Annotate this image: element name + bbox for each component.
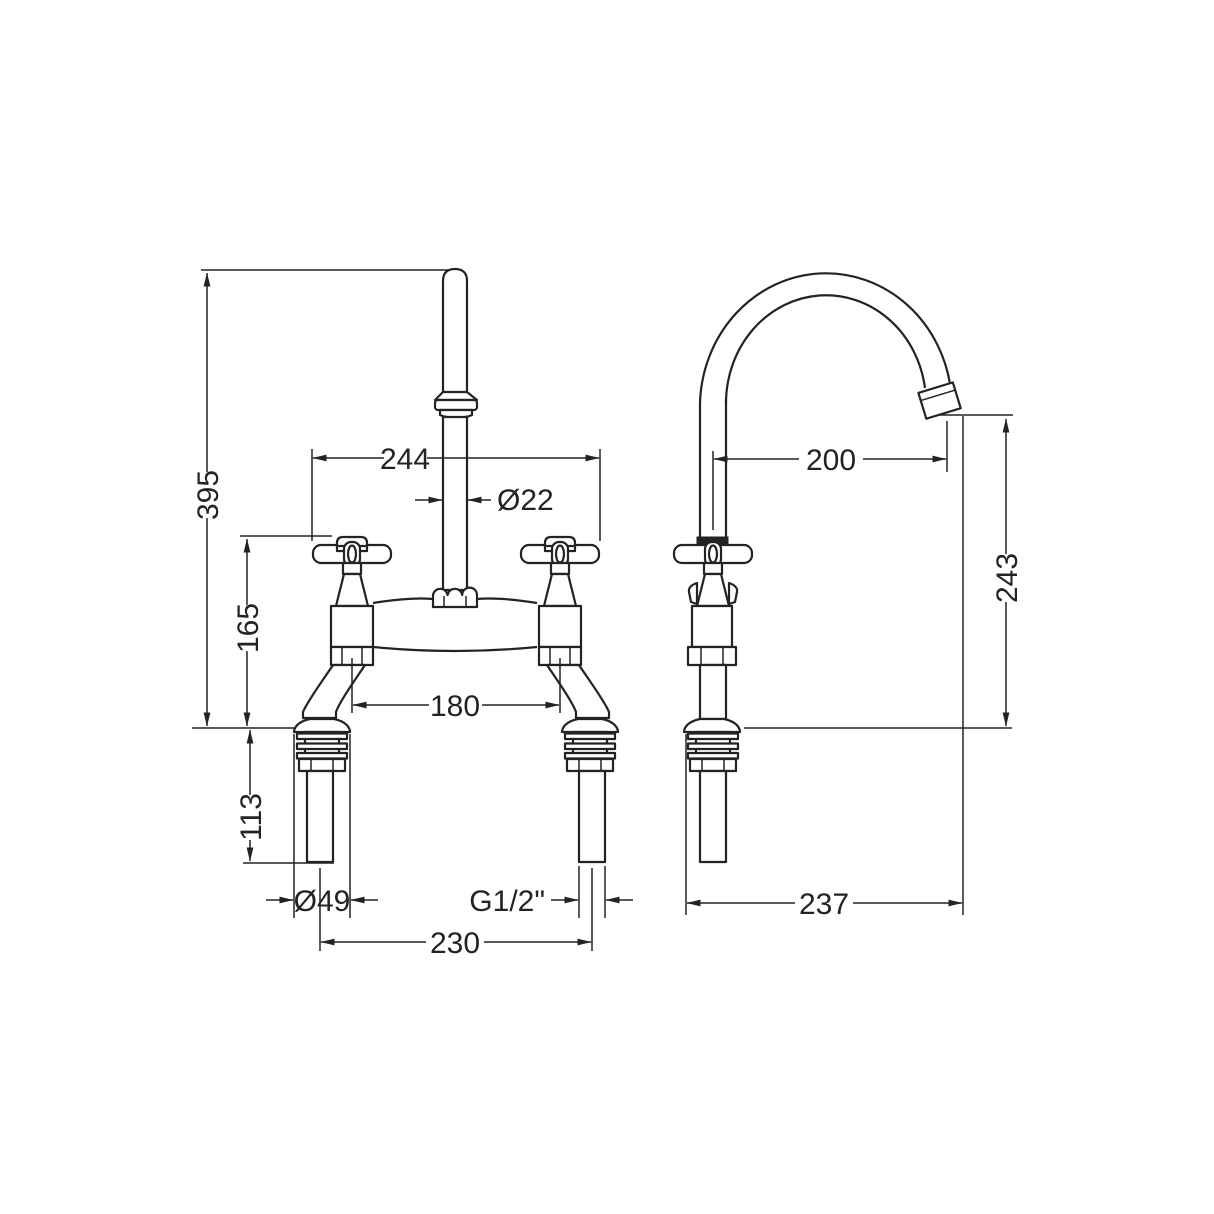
dim-outlet-height: 243 bbox=[991, 418, 1024, 727]
dim-inlet-thread: G1/2" bbox=[469, 885, 633, 918]
spout-nozzle bbox=[917, 381, 962, 420]
bridge-lug-front bbox=[687, 581, 699, 606]
dim-tail-centres: 230 bbox=[320, 927, 592, 960]
washer-plate bbox=[686, 732, 740, 741]
dim-label-inlet-centres: 180 bbox=[430, 690, 480, 723]
backnut-side bbox=[688, 757, 738, 773]
right-valve-assembly bbox=[519, 535, 620, 864]
dim-label-inlet-thread: G1/2" bbox=[469, 885, 545, 918]
spout-riser-front bbox=[431, 267, 479, 609]
left-valve-assembly bbox=[292, 535, 393, 864]
spout-side bbox=[698, 272, 962, 537]
riser-union-nut bbox=[431, 586, 479, 609]
spout-outer-curve bbox=[698, 272, 953, 404]
washer-plate bbox=[686, 751, 740, 760]
dim-label-outlet-height: 243 bbox=[991, 553, 1024, 603]
valve-stem-side bbox=[702, 561, 724, 576]
bridge-lug-back bbox=[727, 581, 739, 606]
washer-plate bbox=[686, 742, 740, 751]
dim-spout-pipe-diameter: Ø22 bbox=[415, 484, 554, 517]
dim-spout-reach: 200 bbox=[713, 444, 947, 477]
riser-collar-band bbox=[433, 398, 479, 412]
dim-label-handle-span: 244 bbox=[380, 443, 430, 476]
valve-shroud-side bbox=[695, 572, 731, 608]
dim-label-flange-diameter: Ø49 bbox=[294, 885, 351, 918]
dim-label-deck-to-handle-top: 165 bbox=[232, 603, 265, 653]
dim-overall-height: 395 bbox=[192, 272, 225, 727]
extension-lines bbox=[192, 269, 1013, 951]
dim-label-tail-centres: 230 bbox=[430, 927, 480, 960]
front-view bbox=[292, 267, 620, 864]
dim-label-overall-height: 395 bbox=[192, 470, 225, 520]
bridge-body bbox=[372, 597, 538, 653]
dimension-annotations: 395 165 113 244 Ø22 180 bbox=[192, 269, 1024, 960]
riser-tube-lower bbox=[441, 415, 469, 592]
dim-label-overall-depth: 237 bbox=[799, 888, 849, 921]
valve-body-side bbox=[690, 604, 734, 649]
dim-label-spout-pipe-diameter: Ø22 bbox=[497, 484, 554, 517]
riser-collar-flare bbox=[433, 390, 479, 402]
riser-tube-upper bbox=[441, 267, 469, 392]
dim-handle-span: 244 bbox=[312, 443, 600, 476]
deck-flange-side bbox=[682, 717, 742, 734]
dim-flange-diameter: Ø49 bbox=[266, 885, 378, 918]
dim-tail-length: 113 bbox=[235, 729, 268, 862]
spout-inner-curve bbox=[724, 294, 927, 404]
dim-label-spout-reach: 200 bbox=[806, 444, 856, 477]
dim-label-tail-length: 113 bbox=[235, 793, 268, 841]
inlet-leg-side bbox=[698, 663, 728, 721]
dim-overall-depth: 237 bbox=[686, 888, 963, 921]
side-view bbox=[672, 272, 962, 864]
dim-inlet-centres: 180 bbox=[352, 690, 560, 723]
dim-deck-to-handle-top: 165 bbox=[232, 538, 265, 727]
valve-hex-nut-side bbox=[686, 645, 738, 667]
side-valve-stack bbox=[672, 536, 754, 864]
inlet-tail-side bbox=[698, 769, 728, 864]
